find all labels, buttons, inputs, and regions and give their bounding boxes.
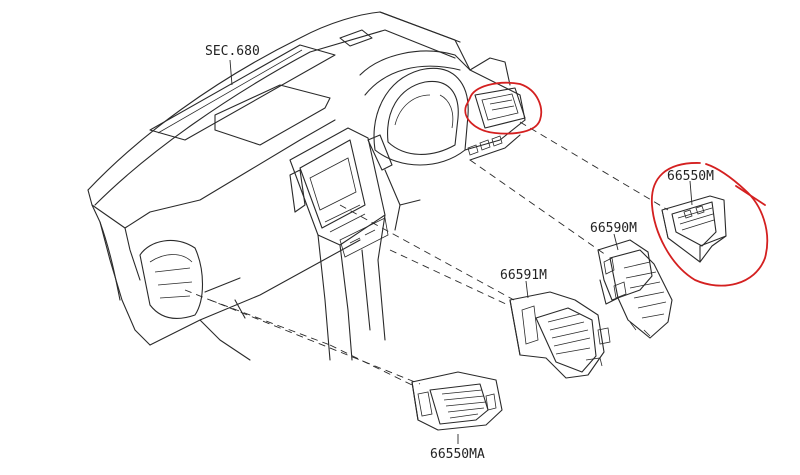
highlight-circle-part — [651, 162, 769, 287]
label-66550ma: 66550MA — [430, 447, 485, 462]
leader-lines — [229, 59, 693, 444]
assembly-lines — [184, 121, 669, 386]
red-markup — [464, 81, 769, 287]
vent-part-66591m — [509, 291, 611, 379]
label-66550m: 66550M — [667, 169, 714, 184]
label-sec-680: SEC.680 — [205, 44, 260, 59]
highlight-circle-dash-vent — [464, 81, 542, 135]
label-66591m: 66591M — [500, 268, 547, 283]
vent-part-66550m — [661, 195, 727, 263]
vent-part-66550ma — [411, 371, 503, 431]
dashboard-assembly — [87, 11, 526, 361]
label-66590m: 66590M — [590, 221, 637, 236]
highlight-tail-stroke — [735, 185, 766, 206]
vent-part-66590m — [597, 239, 673, 339]
